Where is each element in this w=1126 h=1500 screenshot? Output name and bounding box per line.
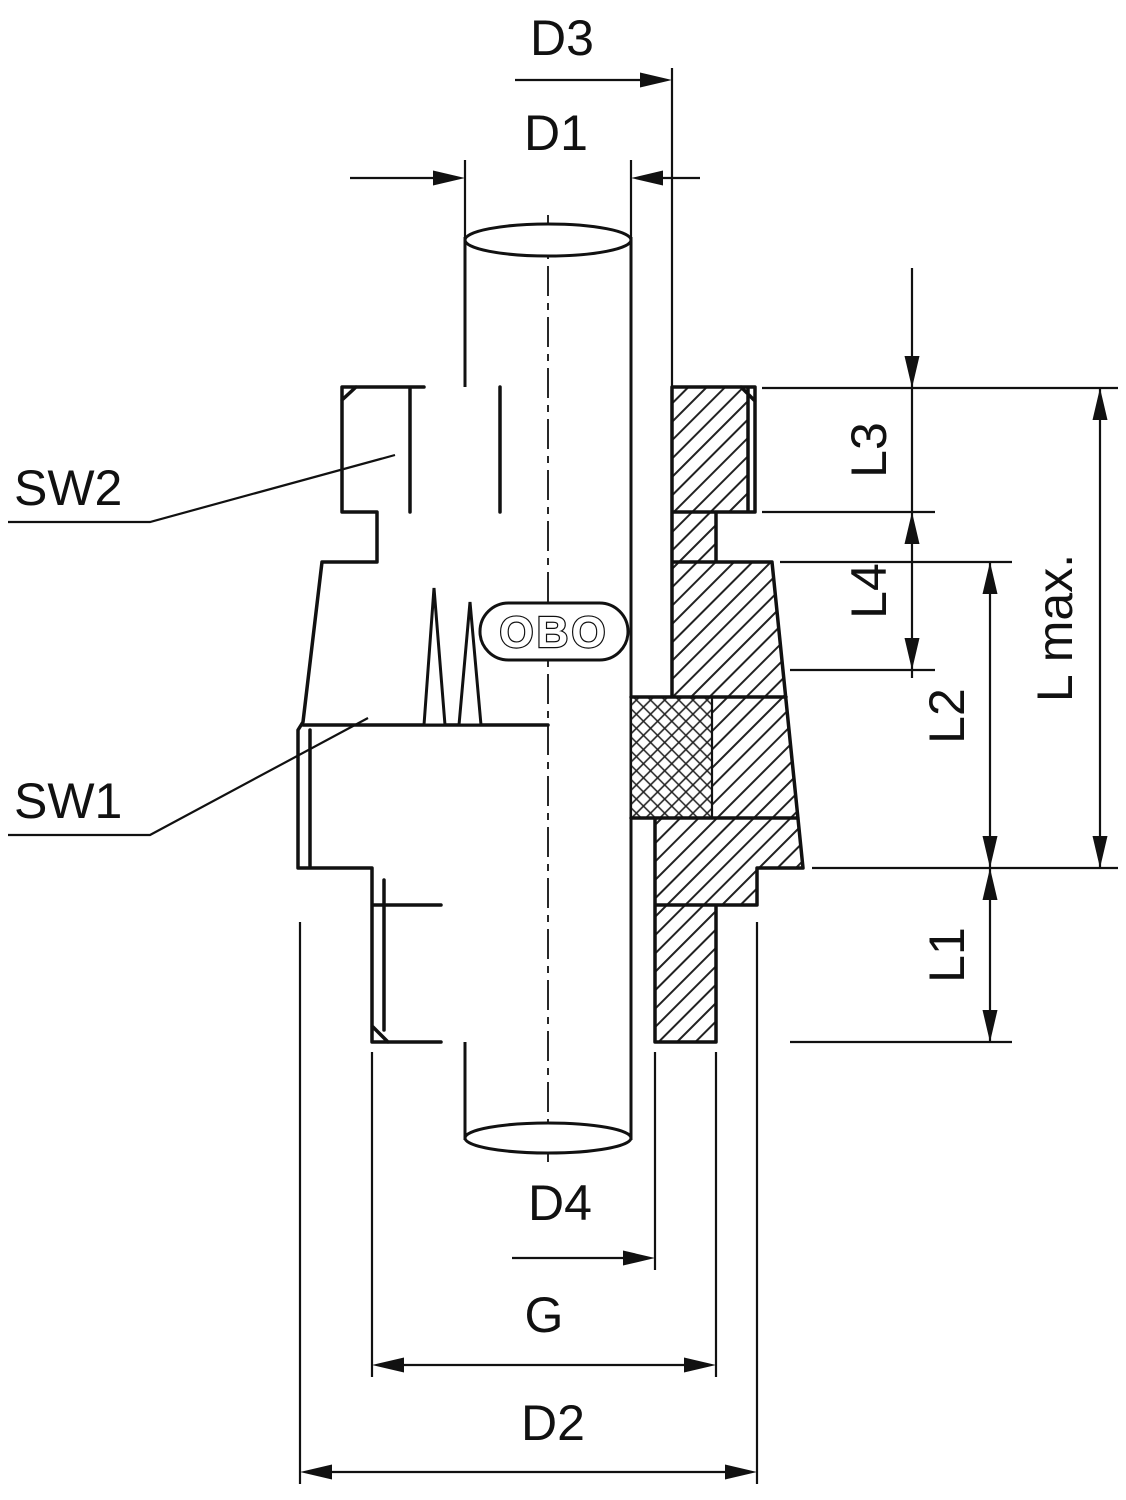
lower-body-wall-section xyxy=(712,697,798,818)
arrowhead-icon xyxy=(631,170,663,186)
arrowhead-icon xyxy=(623,1250,655,1266)
label-d2: D2 xyxy=(521,1395,585,1451)
cable xyxy=(463,222,633,1155)
logo-text: OBO xyxy=(499,608,608,657)
callout-sw1: SW1 xyxy=(8,717,369,837)
arrowhead-icon xyxy=(982,868,998,900)
upper-body-wall-section xyxy=(672,562,786,697)
leader-line xyxy=(8,453,396,524)
label-d1: D1 xyxy=(524,105,588,161)
arrowhead-icon xyxy=(684,1357,716,1373)
cable-end-bottom xyxy=(463,1121,633,1155)
arrowhead-icon xyxy=(300,1464,332,1480)
gland-outline-right xyxy=(629,385,805,1044)
dimension-d2: D2 xyxy=(298,922,759,1484)
cable-end-top xyxy=(463,222,633,258)
dimension-l3-l4: L3 L4 xyxy=(841,268,920,678)
arrowhead-icon xyxy=(904,512,920,544)
arrowhead-icon xyxy=(1092,836,1108,868)
label-l3: L3 xyxy=(841,422,897,478)
arrowhead-icon xyxy=(725,1464,757,1480)
dimension-g: G xyxy=(370,1052,718,1377)
label-l1: L1 xyxy=(919,927,975,983)
arrowhead-icon xyxy=(982,1010,998,1042)
label-l4: L4 xyxy=(841,563,897,619)
nut-wall-section xyxy=(672,387,748,512)
seal-cross-section xyxy=(631,697,712,818)
label-d3: D3 xyxy=(530,10,594,66)
dimension-d4: D4 xyxy=(512,1052,657,1270)
dimension-l1: L1 xyxy=(919,868,998,1042)
arrowhead-icon xyxy=(1092,388,1108,420)
dimension-d1: D1 xyxy=(350,105,700,237)
label-lmax: L max. xyxy=(1027,554,1083,702)
arrowhead-icon xyxy=(904,638,920,670)
section-hatching xyxy=(629,387,803,1042)
arrowhead-icon xyxy=(982,562,998,594)
gland-outline-left xyxy=(296,385,550,1044)
arrowhead-icon xyxy=(904,356,920,388)
arrowhead-icon xyxy=(433,170,465,186)
arrowhead-icon xyxy=(982,836,998,868)
dimension-lmax: L max. xyxy=(1027,388,1108,868)
dimension-l2: L2 xyxy=(919,562,998,868)
label-sw1: SW1 xyxy=(14,773,122,829)
label-sw2: SW2 xyxy=(14,460,122,516)
arrowhead-icon xyxy=(640,72,672,88)
obo-logo: OBO xyxy=(478,601,630,662)
label-l2: L2 xyxy=(919,688,975,744)
label-d4: D4 xyxy=(528,1175,592,1231)
flange-thread-wall-section xyxy=(655,818,803,1042)
callout-sw2: SW2 xyxy=(8,453,396,524)
neck-wall-section xyxy=(672,512,716,562)
clamping-teeth xyxy=(422,587,483,727)
tooth-2 xyxy=(457,601,483,727)
leader-line xyxy=(8,717,369,837)
arrowhead-icon xyxy=(372,1357,404,1373)
logo-frame xyxy=(478,601,630,662)
tooth-1 xyxy=(422,587,447,727)
dimension-d3: D3 xyxy=(515,10,674,387)
label-g: G xyxy=(525,1287,564,1343)
right-extension-lines xyxy=(762,386,1118,1044)
